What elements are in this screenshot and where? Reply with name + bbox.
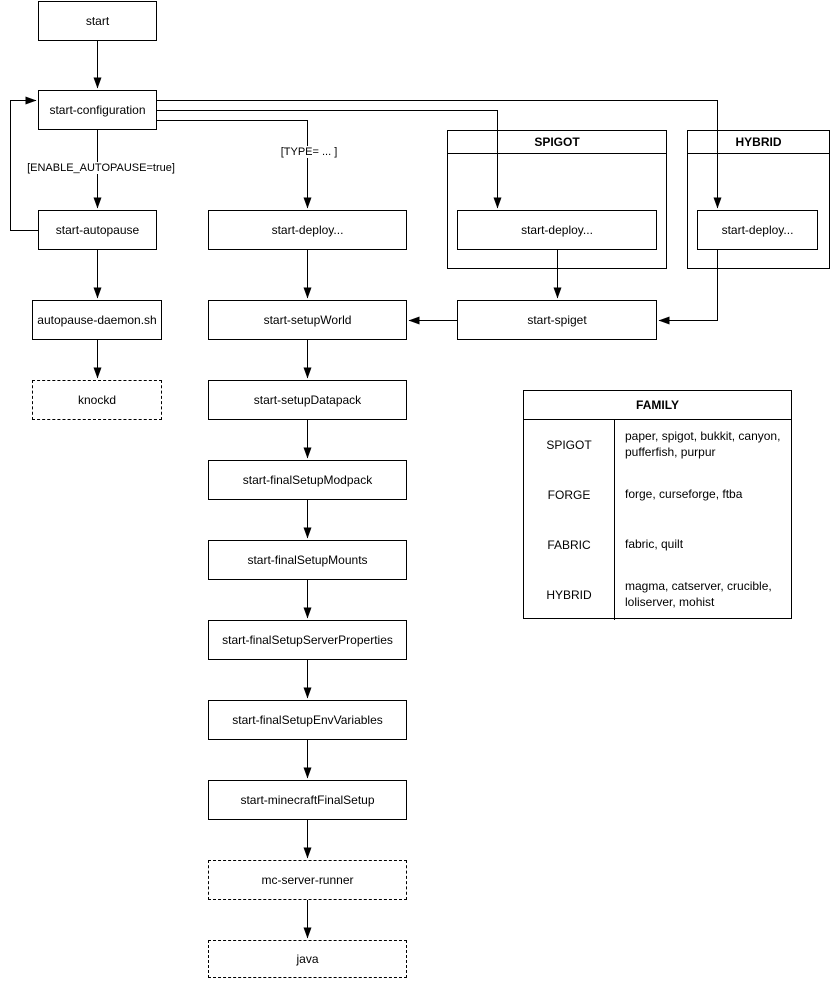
family-table-title: FAMILY (524, 391, 791, 420)
group-hybrid-title: HYBRID (688, 131, 829, 154)
family-members: magma, catserver, crucible, loliserver, … (614, 570, 791, 620)
node-start-final-setup-modpack: start-finalSetupModpack (208, 460, 407, 500)
family-members: paper, spigot, bukkit, canyon, pufferfis… (614, 420, 791, 470)
family-members: fabric, quilt (614, 520, 791, 570)
node-start: start (38, 1, 157, 41)
node-start-minecraft-final-setup: start-minecraftFinalSetup (208, 780, 407, 820)
table-row: FABRIC fabric, quilt (524, 520, 791, 570)
family-name: SPIGOT (546, 438, 592, 452)
node-start-final-setup-server-properties: start-finalSetupServerProperties (208, 620, 407, 660)
table-row: HYBRID magma, catserver, crucible, lolis… (524, 570, 791, 620)
family-name: FORGE (547, 488, 591, 502)
node-start-autopause: start-autopause (38, 210, 157, 250)
family-name: FABRIC (547, 538, 591, 552)
node-start-setup-datapack: start-setupDatapack (208, 380, 407, 420)
node-spigot-start-deploy: start-deploy... (457, 210, 657, 250)
node-start-deploy: start-deploy... (208, 210, 407, 250)
family-table: FAMILY SPIGOT paper, spigot, bukkit, can… (523, 390, 792, 620)
table-row: FORGE forge, curseforge, ftba (524, 470, 791, 520)
family-name: HYBRID (546, 588, 592, 602)
table-row: SPIGOT paper, spigot, bukkit, canyon, pu… (524, 420, 791, 470)
node-start-spiget: start-spiget (457, 300, 657, 340)
node-start-final-setup-mounts: start-finalSetupMounts (208, 540, 407, 580)
group-spigot-title: SPIGOT (448, 131, 666, 154)
node-autopause-daemon: autopause-daemon.sh (32, 300, 162, 340)
node-java: java (208, 940, 407, 978)
node-start-final-setup-env-variables: start-finalSetupEnvVariables (208, 700, 407, 740)
edge-label-enable-autopause: [ENABLE_AUTOPAUSE=true] (20, 162, 182, 174)
family-members: forge, curseforge, ftba (614, 470, 791, 520)
node-start-configuration: start-configuration (38, 90, 157, 130)
node-mc-server-runner: mc-server-runner (208, 860, 407, 900)
node-hybrid-start-deploy: start-deploy... (697, 210, 818, 250)
node-knockd: knockd (32, 380, 162, 420)
edge-label-type: [TYPE= ... ] (258, 146, 360, 158)
node-start-setup-world: start-setupWorld (208, 300, 407, 340)
